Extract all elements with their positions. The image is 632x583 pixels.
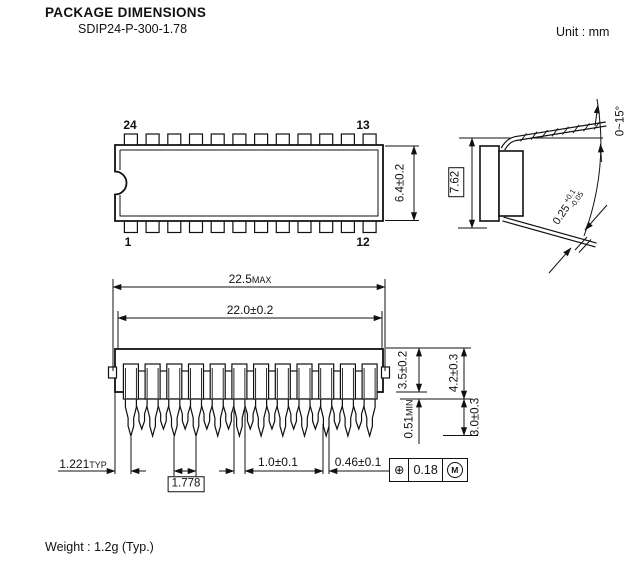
page-title: PACKAGE DIMENSIONS bbox=[45, 5, 207, 20]
dim-overall-length: 22.5MAX bbox=[228, 272, 272, 286]
dim-standoff: 0.51MIN bbox=[403, 399, 416, 439]
dim-lead-shoulder: 4.2±0.3 bbox=[448, 353, 461, 393]
mmc-modifier-icon: M bbox=[446, 462, 463, 478]
dim-lead-pitch: 1.778 bbox=[167, 476, 205, 492]
package-code: SDIP24-P-300-1.78 bbox=[78, 22, 188, 36]
pin-number-1: 1 bbox=[124, 235, 132, 249]
unit-label: Unit : mm bbox=[556, 25, 610, 39]
pin-number-13: 13 bbox=[356, 118, 370, 132]
dim-end-lead-offset: 1.221TYP bbox=[59, 457, 107, 471]
dim-body-length: 22.0±0.2 bbox=[226, 303, 274, 317]
dim-row-spacing: 7.62 bbox=[448, 166, 464, 198]
pin-number-12: 12 bbox=[356, 235, 370, 249]
dim-body-width: 6.4±0.2 bbox=[394, 163, 407, 203]
dim-lead-tip-width: 0.46±0.1 bbox=[334, 455, 382, 469]
dim-lead-angle: 0~15° bbox=[614, 105, 627, 137]
pin-number-24: 24 bbox=[123, 118, 137, 132]
dim-lead-width: 1.0±0.1 bbox=[258, 455, 298, 469]
position-symbol: ⊕ bbox=[394, 462, 405, 477]
dim-body-height: 3.5±0.2 bbox=[397, 350, 410, 390]
dim-lead-length: 3.0±0.3 bbox=[469, 397, 482, 437]
mmc-modifier-cell: M bbox=[441, 459, 467, 481]
tolerance-value: 0.18 bbox=[408, 459, 441, 481]
position-tolerance-frame: ⊕ 0.18 M bbox=[389, 458, 468, 482]
weight-note: Weight : 1.2g (Typ.) bbox=[45, 540, 154, 554]
